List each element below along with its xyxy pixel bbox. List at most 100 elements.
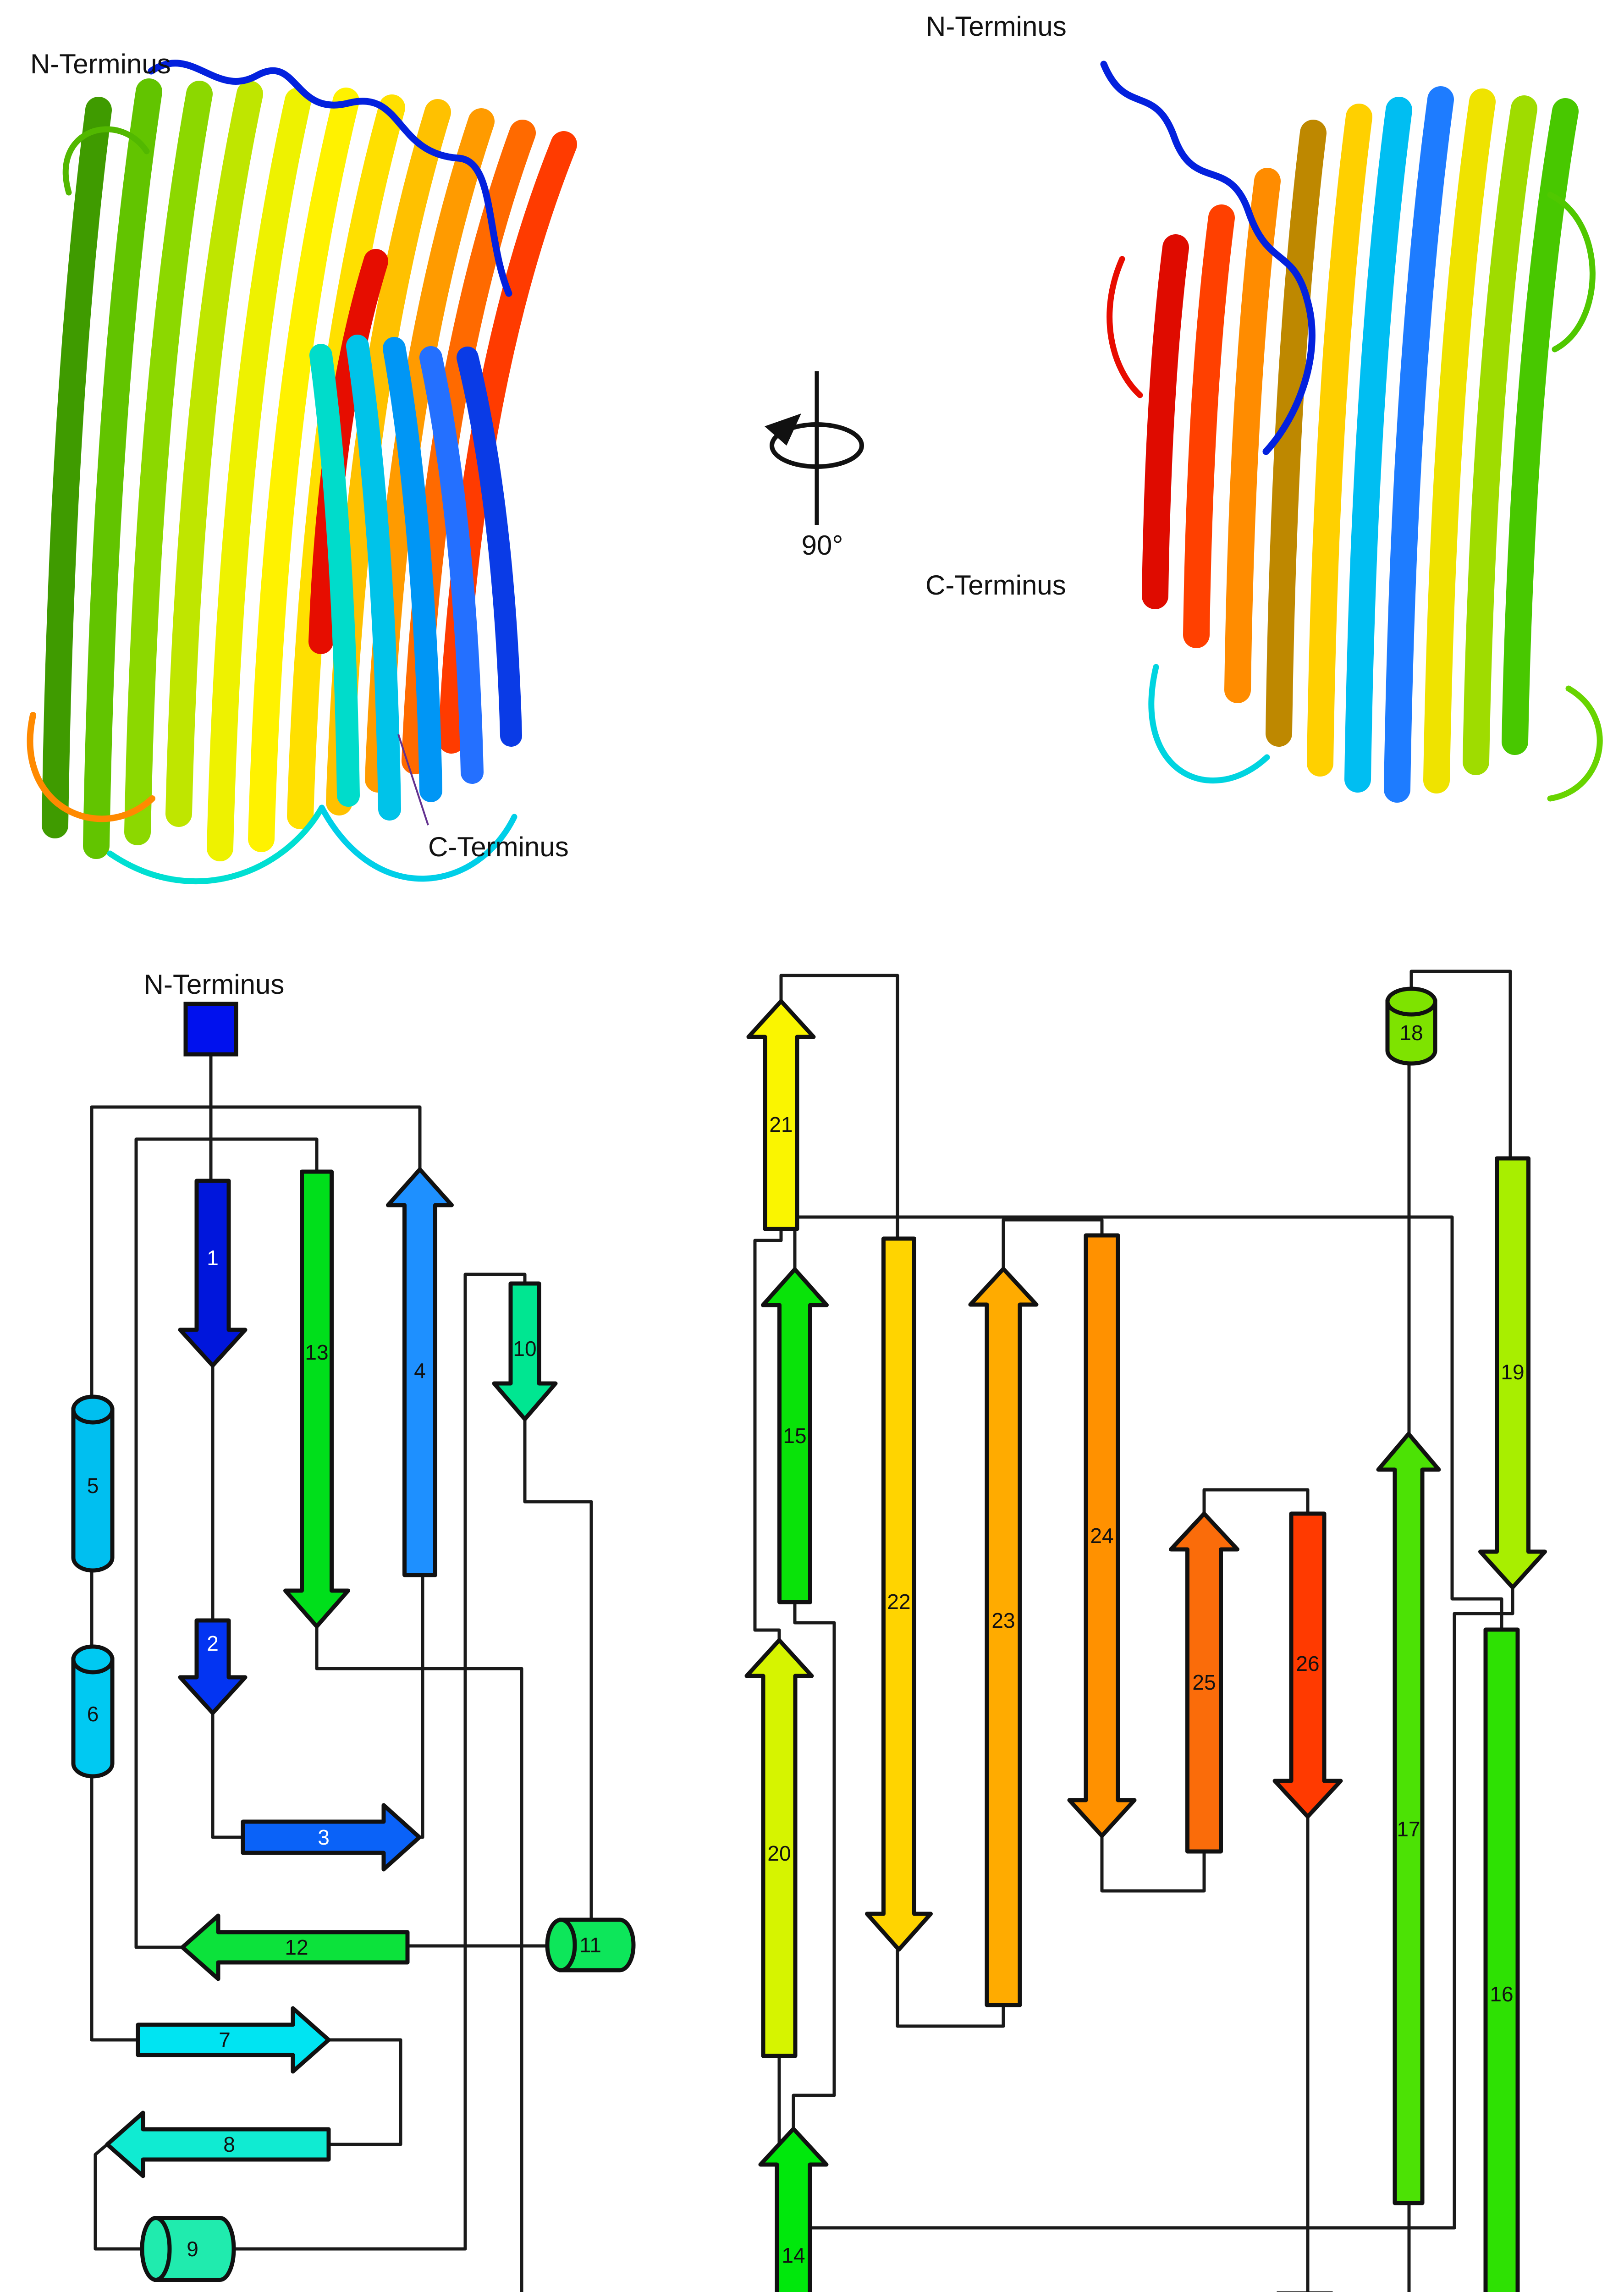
ribbon-strand	[1266, 120, 1327, 747]
topology-n-terminus-label: N-Terminus	[144, 969, 285, 1000]
topology-elements: 1234567891011121314151617181920212223242…	[71, 986, 1547, 2292]
connector-6-7	[90, 1762, 140, 2042]
strand-7	[136, 2006, 331, 2074]
ribbon-strand	[1423, 88, 1496, 793]
ribbon-loop	[27, 712, 155, 822]
strand-2	[178, 1618, 248, 1715]
right-c-terminus-label: C-Terminus	[925, 570, 1066, 601]
strand-22	[865, 1236, 933, 1952]
helix-5-cap	[71, 1394, 115, 1425]
strand-21-number: 21	[769, 1113, 793, 1136]
ribbon-loop	[1547, 685, 1603, 802]
ribbon-strand	[419, 346, 484, 784]
connector-9-10	[218, 1273, 527, 2251]
ribbon-strand	[346, 335, 401, 821]
ribbon-strand	[165, 81, 263, 827]
strand-5-number: 5	[87, 1474, 99, 1498]
connector-25-26	[1202, 1488, 1310, 1515]
right-n-terminus-label: N-Terminus	[926, 11, 1067, 42]
strand-24-number: 24	[1090, 1524, 1113, 1548]
strand-15-number: 15	[783, 1424, 806, 1448]
strand-4	[386, 1167, 454, 1577]
connector-10-11	[523, 1417, 593, 1922]
connector-24-25	[1100, 1834, 1206, 1893]
strand-2-number: 2	[207, 1631, 219, 1655]
strand-24	[1067, 1233, 1137, 1838]
strand-21	[746, 999, 816, 1231]
connector-3-4	[418, 1573, 424, 1839]
strand-13-number: 13	[305, 1340, 328, 1364]
strand-14-number: 14	[782, 2243, 805, 2267]
connector-4-5	[90, 1105, 422, 1411]
ribbon-structure-front-view	[27, 60, 577, 884]
left-c-terminus-label: C-Terminus	[428, 832, 569, 862]
connector-22-23	[896, 1948, 1005, 2028]
topology-connectors	[90, 970, 1514, 2292]
strand-26	[1272, 1511, 1343, 1819]
connector-8-9	[94, 2143, 158, 2251]
strand-7-number: 7	[219, 2028, 231, 2052]
strand-10	[492, 1281, 558, 1421]
n-terminus-square	[183, 1002, 238, 1057]
ribbon-loop	[148, 60, 512, 297]
ribbon-strand	[248, 88, 359, 852]
strand-17-number: 17	[1397, 1817, 1420, 1841]
helix-18	[1385, 999, 1437, 1066]
strand-8-number: 8	[223, 2132, 235, 2156]
strand-23-number: 23	[991, 1609, 1015, 1632]
ribbon-strand	[1344, 97, 1412, 793]
ribbon-strand	[1183, 204, 1235, 648]
strand-16	[1483, 1627, 1520, 2292]
strand-11-number: 11	[579, 1933, 601, 1957]
rotation-arrowhead-icon	[765, 413, 801, 446]
strand-17	[1376, 1432, 1441, 2205]
helix-6-cap	[71, 1644, 115, 1675]
connector-7-8	[327, 2038, 402, 2146]
ribbon-strand	[124, 81, 213, 845]
strand-12	[180, 1913, 410, 1981]
helix-11-cap	[545, 1917, 577, 1972]
strand-25	[1169, 1511, 1239, 1854]
strand-20-number: 20	[767, 1841, 791, 1865]
strand-12-number: 12	[285, 1935, 308, 1959]
ribbon-strand	[457, 347, 522, 747]
strand-6-number: 6	[87, 1702, 99, 1726]
rotation-angle-label: 90°	[802, 530, 843, 561]
strand-1-number: 1	[207, 1246, 219, 1270]
ribbon-loop	[1100, 61, 1316, 455]
helix-11	[559, 1917, 636, 1972]
strand-23	[968, 1267, 1039, 2007]
connector-20-21	[753, 1227, 783, 1642]
ribbon-strand	[207, 88, 311, 861]
strand-26-number: 26	[1296, 1652, 1319, 1675]
ribbon-loop	[1107, 256, 1143, 398]
connector-14-15	[792, 1600, 836, 2131]
ribbon-loop	[62, 126, 150, 196]
ribbon-loop	[107, 804, 325, 884]
rotation-axis-icon: 90°	[765, 371, 864, 561]
strand-13	[283, 1169, 350, 1629]
strand-25-number: 25	[1192, 1670, 1216, 1694]
connector-23-24	[1002, 1218, 1104, 1271]
helix-9	[154, 2216, 236, 2282]
strand-1	[178, 1179, 248, 1368]
strand-19	[1478, 1156, 1547, 1590]
strand-15	[761, 1267, 829, 1604]
connector-13-14	[315, 1625, 523, 2292]
ribbon-strand	[1384, 86, 1454, 803]
helix-18-cap	[1385, 986, 1437, 1017]
ribbon-strand	[42, 97, 112, 838]
ribbon-strand	[1463, 95, 1537, 775]
strand-8	[105, 2110, 331, 2178]
strand-4-number: 4	[414, 1359, 426, 1383]
connector-21-22	[779, 974, 899, 1240]
ribbon-strand	[83, 78, 162, 859]
strand-19-number: 19	[1501, 1360, 1524, 1384]
ribbon-loop	[1547, 192, 1596, 353]
ribbon-strand	[1224, 168, 1281, 703]
ribbon-strand	[1142, 234, 1189, 609]
ribbon-loop	[319, 804, 517, 882]
helix-9-cap	[140, 2216, 172, 2282]
